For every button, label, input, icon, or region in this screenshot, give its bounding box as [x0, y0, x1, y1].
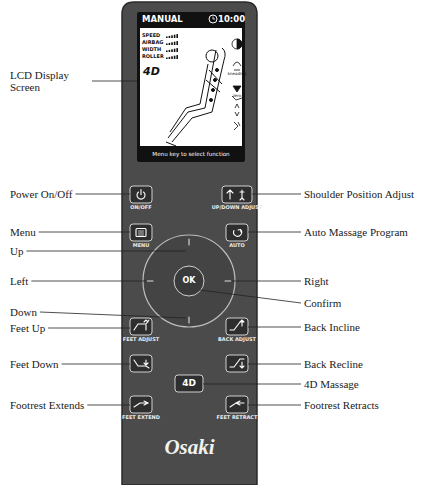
leader-line	[75, 194, 130, 195]
setting-name: ROLLER	[142, 54, 164, 60]
leader-line	[62, 364, 130, 365]
button-caption: AUTO	[229, 243, 244, 249]
button-caption: ON/OFF	[130, 205, 151, 211]
leader-line	[26, 251, 186, 252]
timer-value: 10:00	[218, 15, 245, 24]
leader-line	[200, 290, 301, 303]
leader-line	[231, 281, 301, 282]
leader-line	[40, 312, 186, 318]
button-icons	[134, 190, 244, 408]
icon-label: zero	[233, 94, 242, 98]
buttons	[130, 186, 252, 413]
callout-label: Down	[10, 306, 37, 318]
icon-label: kneading	[228, 72, 247, 76]
leader-line	[92, 81, 137, 82]
leader-line	[248, 364, 301, 365]
callout-label: Menu	[10, 226, 36, 238]
lcd-screen: MANUAL 10:00SPEEDAIRBAGWIDTHROLLER 4D knead…	[137, 12, 245, 162]
callout-label: Auto Massage Program	[304, 226, 408, 238]
callout-label: Up	[10, 245, 23, 257]
mode-4d: 4D	[143, 66, 160, 78]
callout-label: Back Incline	[304, 321, 360, 333]
button-text: OK	[183, 277, 196, 286]
callout-label: Feet Up	[10, 322, 45, 334]
callout-label: LCD Display Screen	[10, 69, 90, 93]
callout-label: Back Recline	[304, 358, 363, 370]
mode-title: MANUAL	[142, 15, 183, 24]
hint-text: Menu key to select function	[152, 151, 229, 157]
clock-icon	[209, 15, 217, 23]
callout-label: 4D Massage	[304, 378, 359, 390]
leader-line	[31, 281, 147, 282]
callout-label: Confirm	[304, 297, 341, 309]
remote-housing	[122, 2, 257, 485]
setting-name: WIDTH	[142, 47, 161, 53]
callout-label: Feet Down	[10, 358, 59, 370]
button-caption: FEET ADJUST	[123, 337, 159, 343]
callout-label: Footrest Extends	[10, 399, 84, 411]
4d-button: 4D	[175, 375, 203, 392]
leader-line	[252, 194, 301, 195]
level-bars	[166, 34, 178, 59]
leader-line	[39, 232, 130, 233]
leader-line	[248, 232, 301, 233]
brand-logo: Osaki	[164, 436, 214, 459]
callout-label: Footrest Retracts	[304, 399, 379, 411]
callout-label: Right	[304, 275, 328, 287]
button-text: 4D	[182, 379, 196, 389]
button-caption: FEET EXTEND	[122, 415, 160, 421]
setting-name: SPEED	[142, 33, 160, 39]
callout-label: Left	[10, 275, 28, 287]
leader-line	[248, 405, 301, 406]
callout-label: Power On/Off	[10, 188, 72, 200]
leader-line	[203, 384, 301, 385]
ok-button: OK	[174, 266, 204, 296]
leader-line	[48, 328, 130, 329]
lcd-area	[140, 28, 242, 146]
setting-name: AIRBAG	[142, 40, 163, 46]
button-caption: UP/DOWN ADJUST	[212, 205, 262, 211]
lcd-frame	[137, 12, 245, 162]
leader-line	[87, 405, 130, 406]
chair-figure	[166, 48, 225, 146]
button-caption: MENU	[133, 243, 150, 249]
button-caption: FEET RETRACT	[217, 415, 258, 421]
callout-label: Shoulder Position Adjust	[304, 188, 414, 200]
leader-line	[248, 327, 301, 328]
lcd-icons	[232, 39, 242, 130]
button-caption: BACK ADJUST	[218, 337, 256, 343]
